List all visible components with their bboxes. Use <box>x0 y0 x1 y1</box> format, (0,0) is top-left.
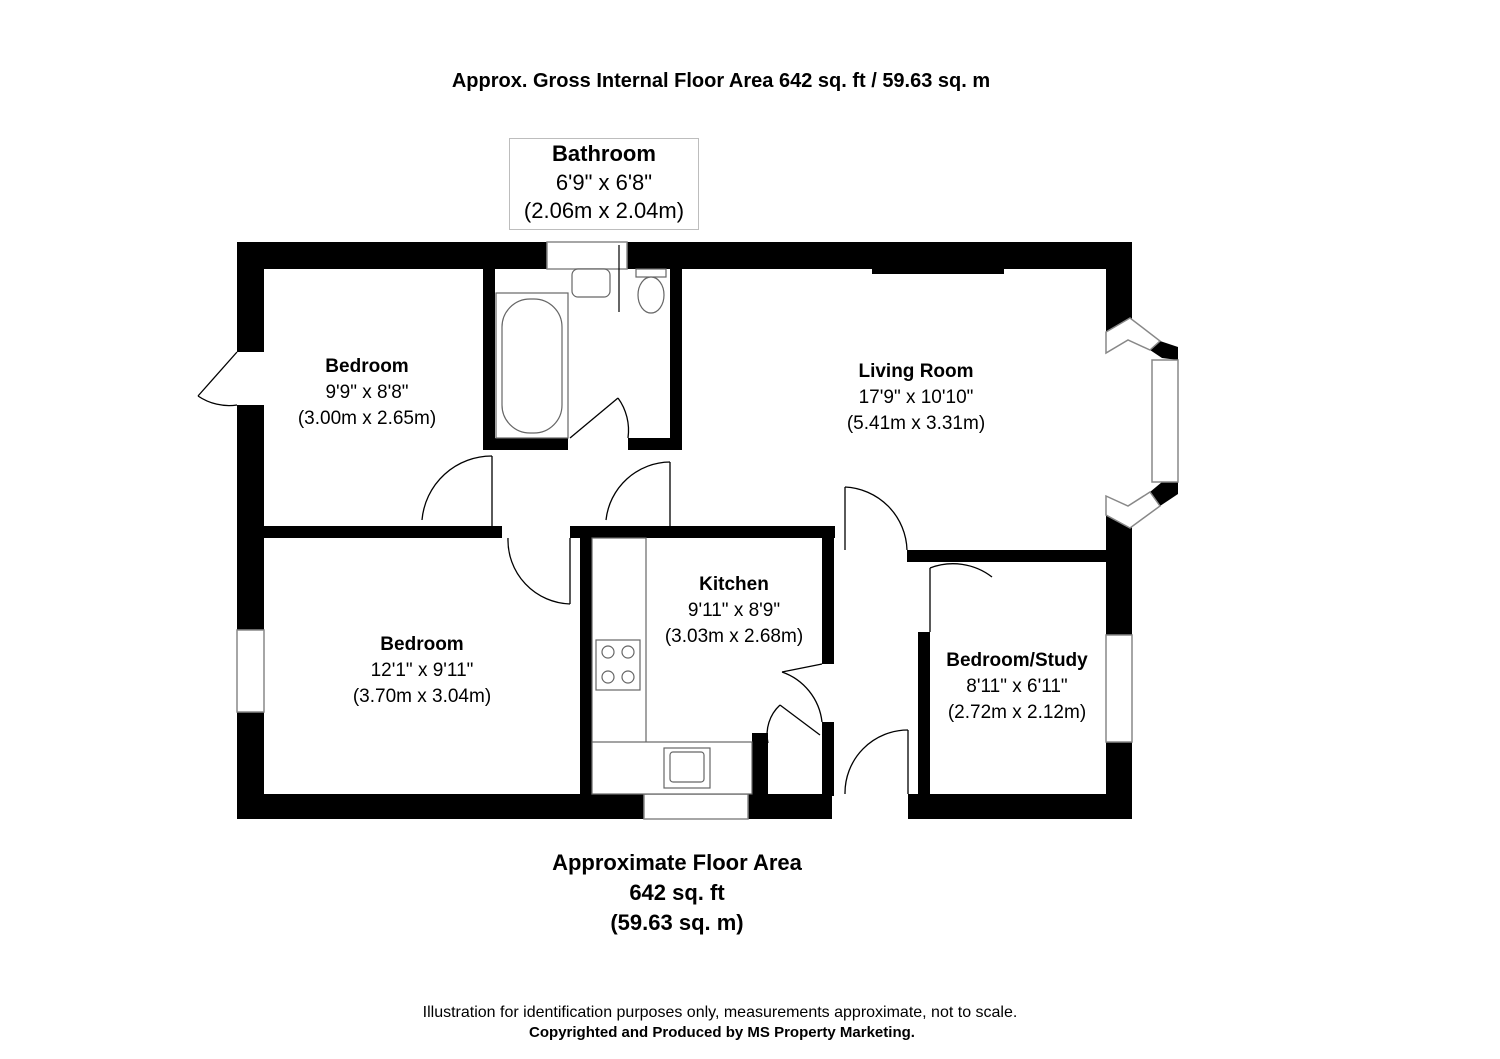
floor-area-sqft: 642 sq. ft <box>629 880 725 905</box>
bedroom2-name: Bedroom <box>380 634 464 655</box>
toilet-cistern <box>635 268 667 278</box>
hob-ring <box>601 645 615 659</box>
approximate-floor-area: Approximate Floor Area 642 sq. ft (59.63… <box>477 848 877 938</box>
kitchen-dim-imperial: 9'11" x 8'9" <box>687 600 781 621</box>
living-room-dim-imperial: 17'9" x 10'10" <box>858 387 974 408</box>
bedroom2-label: Bedroom 12'1" x 9'11" (3.70m x 3.04m) <box>302 632 542 710</box>
hob-ring <box>601 670 615 684</box>
bath-wall-bottom-left <box>483 438 568 450</box>
bedroom1-dim-imperial: 9'9" x 8'8" <box>325 382 409 403</box>
kitchen-dim-metric: (3.03m x 2.68m) <box>664 626 804 647</box>
hob-ring <box>621 645 635 659</box>
bay-corner-top <box>1150 341 1178 360</box>
door-swing-study <box>929 563 993 578</box>
walls <box>237 242 1178 819</box>
study-wall-top <box>907 550 1132 562</box>
door-swing-kitchen <box>781 671 823 723</box>
bedroom1-name: Bedroom <box>325 356 409 377</box>
door-leaf-bathroom <box>569 397 619 439</box>
kitchen-label: Kitchen 9'11" x 8'9" (3.03m x 2.68m) <box>614 572 854 650</box>
cupboard-wall-left <box>752 733 768 796</box>
outer-wall-top-right <box>627 242 1132 269</box>
bathroom-name: Bathroom <box>552 141 656 166</box>
bedroom2-dim-metric: (3.70m x 3.04m) <box>352 686 492 707</box>
window-bay-upper <box>1105 317 1162 355</box>
toilet-bowl <box>637 276 665 314</box>
outer-wall-bottom-mid <box>748 794 832 819</box>
door-swing-entrance <box>197 395 238 407</box>
bathroom-label: Bathroom 6'9" x 6'8" (2.06m x 2.04m) <box>509 138 699 230</box>
bath-wall-right <box>670 265 682 450</box>
windows <box>236 241 1179 820</box>
bathroom-dim-imperial: 6'9" x 6'8" <box>555 170 653 195</box>
kitchen-sink-bowl <box>669 751 705 783</box>
door-swing-bedroom1 <box>421 455 493 521</box>
bedroom-divider-wall <box>237 526 502 538</box>
kitchen-wall-left <box>580 534 592 796</box>
outer-wall-top-left <box>237 242 547 269</box>
kitchen-wall-right <box>822 534 834 664</box>
window-bay-lower <box>1105 490 1162 529</box>
hob-ring <box>621 670 635 684</box>
bedroom1-label: Bedroom 9'9" x 8'8" (3.00m x 2.65m) <box>247 354 487 432</box>
bedroom1-dim-metric: (3.00m x 2.65m) <box>297 408 437 429</box>
door-swing-front <box>844 729 909 795</box>
bathroom-basin <box>571 268 611 298</box>
doors <box>197 351 993 795</box>
study-name: Bedroom/Study <box>946 650 1088 671</box>
living-room-name: Living Room <box>858 361 974 382</box>
study-dim-imperial: 8'11" x 6'11" <box>966 676 1068 697</box>
outer-wall-left-upper <box>237 242 264 352</box>
window-kitchen <box>643 793 749 820</box>
study-label: Bedroom/Study 8'11" x 6'11" (2.72m x 2.1… <box>897 648 1137 726</box>
corridor-wall-stub <box>570 526 835 538</box>
window-bay-center <box>1151 359 1179 483</box>
door-leaf-cupboard <box>779 704 821 736</box>
disclaimer-text: Illustration for identification purposes… <box>422 1004 1018 1021</box>
window-study <box>1105 634 1133 743</box>
outer-wall-right-lower <box>1106 742 1132 819</box>
door-swing-bedroom2 <box>507 537 571 605</box>
door-swing-bathroom <box>617 397 630 439</box>
outer-wall-bottom-right <box>908 794 1132 819</box>
floor-area-sqm: (59.63 sq. m) <box>610 910 744 935</box>
bathroom-dim-metric: (2.06m x 2.04m) <box>523 198 685 223</box>
fixtures <box>495 245 753 795</box>
bay-corner-bottom <box>1150 480 1178 506</box>
door-swing-living <box>605 461 671 521</box>
cupboard-wall-top <box>752 733 768 743</box>
copyright-text: Copyrighted and Produced by MS Property … <box>529 1024 915 1041</box>
living-room-dim-metric: (5.41m x 3.31m) <box>846 413 986 434</box>
bath-wall-left <box>483 265 495 450</box>
outer-wall-right-upper <box>1106 242 1132 332</box>
bedroom2-dim-imperial: 12'1" x 9'11" <box>370 660 474 681</box>
living-top-recess <box>872 266 1004 274</box>
outer-wall-bottom-left <box>237 794 644 819</box>
cupboard-wall-right <box>822 722 834 796</box>
outer-wall-left-middle <box>237 405 264 630</box>
door-swing-cupboard <box>766 704 781 744</box>
bath-wall-bottom-right <box>628 438 682 450</box>
study-wall-left <box>918 632 930 796</box>
study-dim-metric: (2.72m x 2.12m) <box>947 702 1087 723</box>
bathtub-inner <box>501 298 563 434</box>
living-room-label: Living Room 17'9" x 10'10" (5.41m x 3.31… <box>796 359 1036 437</box>
door-leaf-kitchen <box>781 663 823 673</box>
window-bathroom <box>546 241 628 270</box>
outer-wall-right-mid <box>1106 515 1132 635</box>
floor-area-title: Approx. Gross Internal Floor Area 642 sq… <box>451 70 991 92</box>
kitchen-name: Kitchen <box>699 574 769 595</box>
floor-area-label: Approximate Floor Area <box>552 850 802 875</box>
window-bedroom2 <box>236 629 265 713</box>
door-leaf-entrance <box>197 351 238 397</box>
door-swing-hall <box>844 486 908 551</box>
